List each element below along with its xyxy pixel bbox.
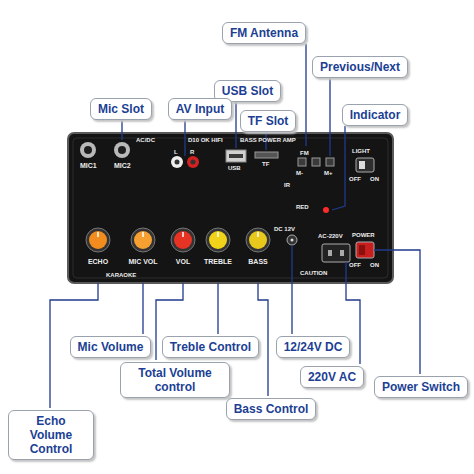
board-label: RED <box>296 204 309 211</box>
board-label: L <box>174 149 178 156</box>
board-label: VOL <box>176 258 190 266</box>
board-label: MIC VOL <box>128 258 157 266</box>
callout-text: Mic Volume <box>77 340 144 354</box>
callout-text: Previous/Next <box>319 60 401 74</box>
callout-box: Total Volume control <box>120 362 230 398</box>
board-label: POWER <box>352 232 375 239</box>
callout-box: Mic Slot <box>90 98 152 120</box>
board-label: CAUTION <box>300 270 327 277</box>
callout-box: Bass Control <box>226 398 316 420</box>
board-label: TREBLE <box>204 258 232 266</box>
callout-text: 220V AC <box>307 370 357 384</box>
board-label: AC-220V <box>318 233 343 240</box>
callout-box: 220V AC <box>300 366 364 388</box>
callout-box: Power Switch <box>374 376 468 398</box>
board-label: KARAOKE <box>106 272 136 279</box>
callout-box: Indicator <box>342 104 408 126</box>
board-label: ON <box>370 262 379 269</box>
board-label: TF <box>262 161 269 168</box>
callout-box: 12/24V DC <box>276 336 350 358</box>
board-label: MIC1 <box>80 162 97 170</box>
board-label: MIC2 <box>114 162 131 170</box>
callout-text: Total Volume control <box>127 366 223 394</box>
board-label: BASS <box>248 258 267 266</box>
callout-text: FM Antenna <box>229 26 299 40</box>
callout-text: Echo Volume Control <box>15 414 87 456</box>
board-label: USB <box>228 165 241 172</box>
board-label: M+ <box>324 170 333 177</box>
board-label: ECHO <box>88 258 108 266</box>
callout-text: AV Input <box>175 102 225 116</box>
callout-text: Indicator <box>349 108 401 122</box>
callout-text: Bass Control <box>233 402 309 416</box>
board-label: AC/DC <box>136 137 155 144</box>
board-label: OFF <box>349 176 361 183</box>
board-label: LIGHT <box>352 148 370 155</box>
callout-box: Previous/Next <box>312 56 408 78</box>
callout-box: Echo Volume Control <box>8 410 94 460</box>
callout-text: Mic Slot <box>97 102 145 116</box>
callout-text: 12/24V DC <box>283 340 343 354</box>
board-label: FM <box>300 150 309 157</box>
board-label: BASS POWER AMP <box>240 137 296 144</box>
board-label: R <box>190 149 194 156</box>
callout-text: USB Slot <box>221 84 274 98</box>
board-label: OFF <box>349 262 361 269</box>
callout-text: Power Switch <box>381 380 461 394</box>
board-label: DC 12V <box>274 226 295 233</box>
board-label: IR <box>284 182 290 189</box>
board-label: D10 OK HIFI <box>188 137 223 144</box>
callout-box: AV Input <box>168 98 232 120</box>
callout-box: FM Antenna <box>222 22 306 44</box>
callout-box: Mic Volume <box>70 336 151 358</box>
callout-text: Treble Control <box>169 340 252 354</box>
callout-box: Treble Control <box>162 336 259 358</box>
board-label: M- <box>296 170 303 177</box>
callout-box: TF Slot <box>240 110 296 132</box>
board-label: ON <box>370 176 379 183</box>
callout-text: TF Slot <box>247 114 289 128</box>
